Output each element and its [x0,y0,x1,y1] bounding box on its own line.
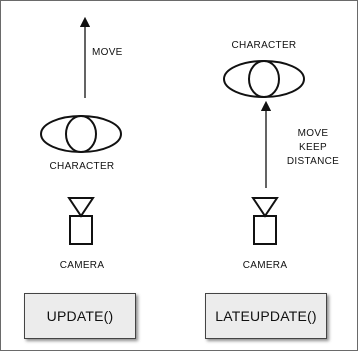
left-camera-label: CAMERA [59,260,105,271]
right-character-label: CHARACTER [231,40,297,51]
lateupdate-method-box: LATEUPDATE() [205,293,327,339]
right-distance-label-line-3: DISTANCE [286,156,340,167]
right-camera-label: CAMERA [242,260,288,271]
update-method-box: UPDATE() [24,293,136,339]
left-character-icon [40,115,122,153]
right-camera-icon [251,197,279,245]
right-keep-label-line-2: KEEP [299,142,327,153]
right-character-icon [223,60,305,98]
left-camera-icon [67,197,95,245]
right-move-label-line-1: MOVE [297,128,329,139]
left-move-label: MOVE [92,47,123,58]
left-character-label: CHARACTER [49,161,115,172]
